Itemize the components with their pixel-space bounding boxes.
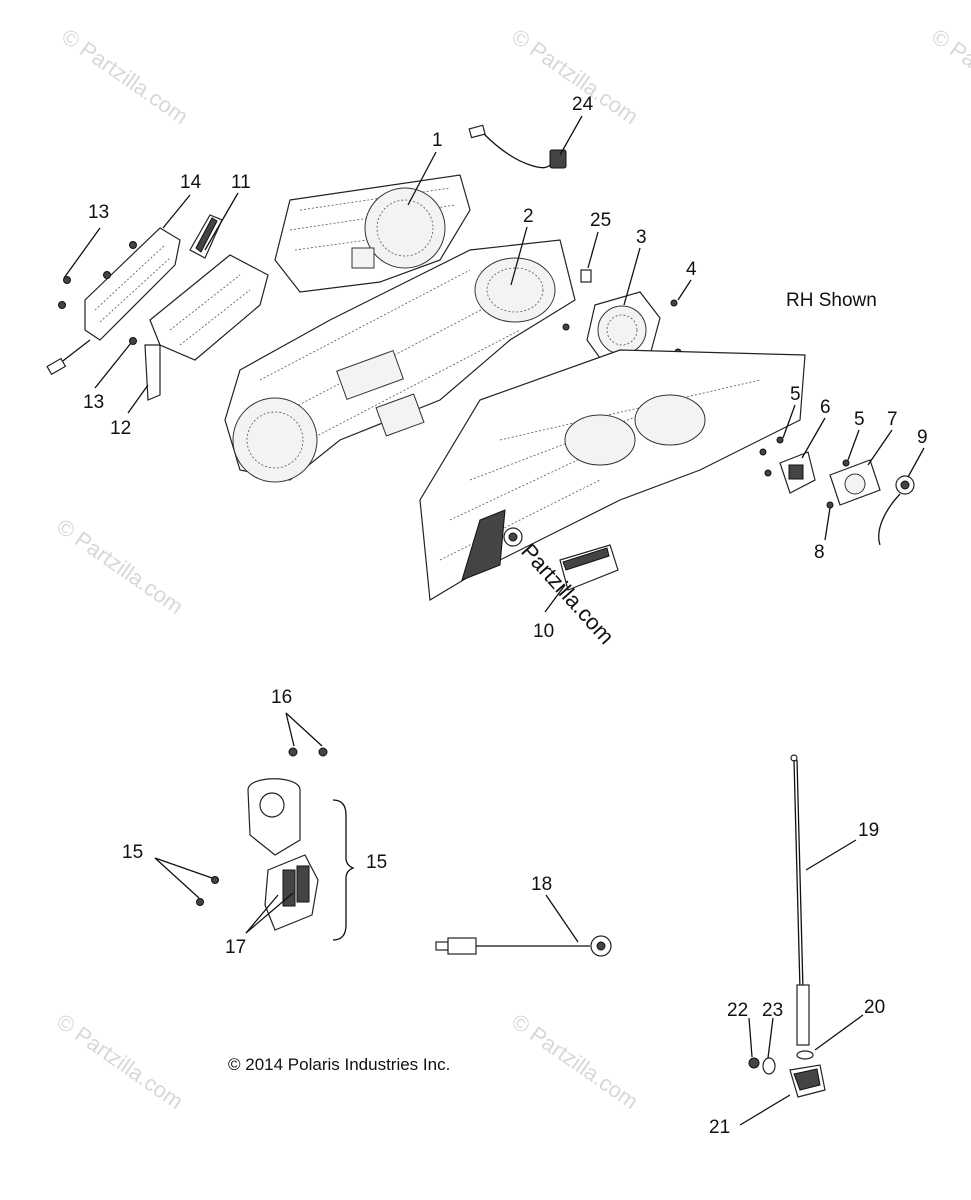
part-18-cable [435, 935, 612, 957]
part-21-mount [789, 1064, 826, 1098]
part-16-screws [288, 747, 328, 757]
callout-13a: 13 [88, 202, 109, 223]
part-6-switch [779, 451, 816, 494]
part-20-oring [796, 1050, 814, 1060]
part-13-screws [58, 241, 137, 345]
part-17-switch-block [264, 854, 319, 931]
callout-13b: 13 [83, 392, 104, 413]
part-23-washer [762, 1057, 776, 1075]
part-19-antenna [790, 754, 810, 1046]
callout-23: 23 [762, 1000, 783, 1021]
callout-24: 24 [572, 94, 594, 115]
callout-7: 7 [887, 409, 898, 430]
part-1-enclosure [274, 174, 471, 293]
part-8-bracket [826, 501, 834, 509]
callout-15a: 15 [122, 842, 143, 863]
watermark: © Partzilla.com [52, 514, 188, 620]
part-22-nut [748, 1057, 760, 1069]
callout-8: 8 [814, 542, 825, 563]
callout-4: 4 [686, 259, 697, 280]
callout-3: 3 [636, 227, 647, 248]
callout-22: 22 [727, 1000, 748, 1021]
callout-16: 16 [271, 687, 292, 708]
callout-5a: 5 [790, 384, 801, 405]
bracket-brace-15 [332, 799, 355, 941]
part-14-amplifier [46, 227, 181, 376]
callout-9: 9 [917, 427, 928, 448]
copyright: © 2014 Polaris Industries Inc. [228, 1055, 450, 1074]
watermark: © Partzilla.com [927, 24, 971, 130]
part-12-bracket [144, 254, 269, 401]
callout-10: 10 [533, 621, 554, 642]
watermark: © Partzilla.com [52, 1009, 188, 1115]
callout-5b: 5 [854, 409, 865, 430]
callouts: 1 2 3 4 5 5 6 7 8 9 10 11 12 13 13 14 15… [83, 94, 928, 1138]
callout-2: 2 [523, 206, 534, 227]
callout-17: 17 [225, 937, 246, 958]
part-5-screws [759, 436, 850, 477]
part-15-bracket [247, 778, 301, 856]
part-11-grommet [189, 214, 223, 259]
callout-14: 14 [180, 172, 202, 193]
callout-18: 18 [531, 874, 552, 895]
right-dash-panel [419, 349, 806, 602]
callout-6: 6 [820, 397, 831, 418]
watermark: © Partzilla.com [57, 24, 193, 130]
callout-15b: 15 [366, 852, 387, 873]
part-24-harness [468, 124, 567, 169]
watermark: © Partzilla.com [507, 1009, 643, 1115]
callout-20: 20 [864, 997, 885, 1018]
callout-12: 12 [110, 418, 131, 439]
part-25-clip [580, 269, 592, 283]
callout-21: 21 [709, 1117, 730, 1138]
view-note: RH Shown [786, 290, 877, 311]
part-2-dash-panel [224, 239, 576, 483]
part-9-connector [878, 475, 915, 546]
callout-19: 19 [858, 820, 879, 841]
callout-11: 11 [231, 172, 251, 193]
part-15-screws [196, 876, 219, 906]
part-10-display [559, 544, 619, 591]
leader-lines [63, 115, 925, 1126]
callout-1: 1 [432, 130, 443, 151]
part-7-switch-housing [829, 459, 881, 506]
part-3-speaker [586, 291, 661, 366]
callout-25: 25 [590, 210, 611, 231]
